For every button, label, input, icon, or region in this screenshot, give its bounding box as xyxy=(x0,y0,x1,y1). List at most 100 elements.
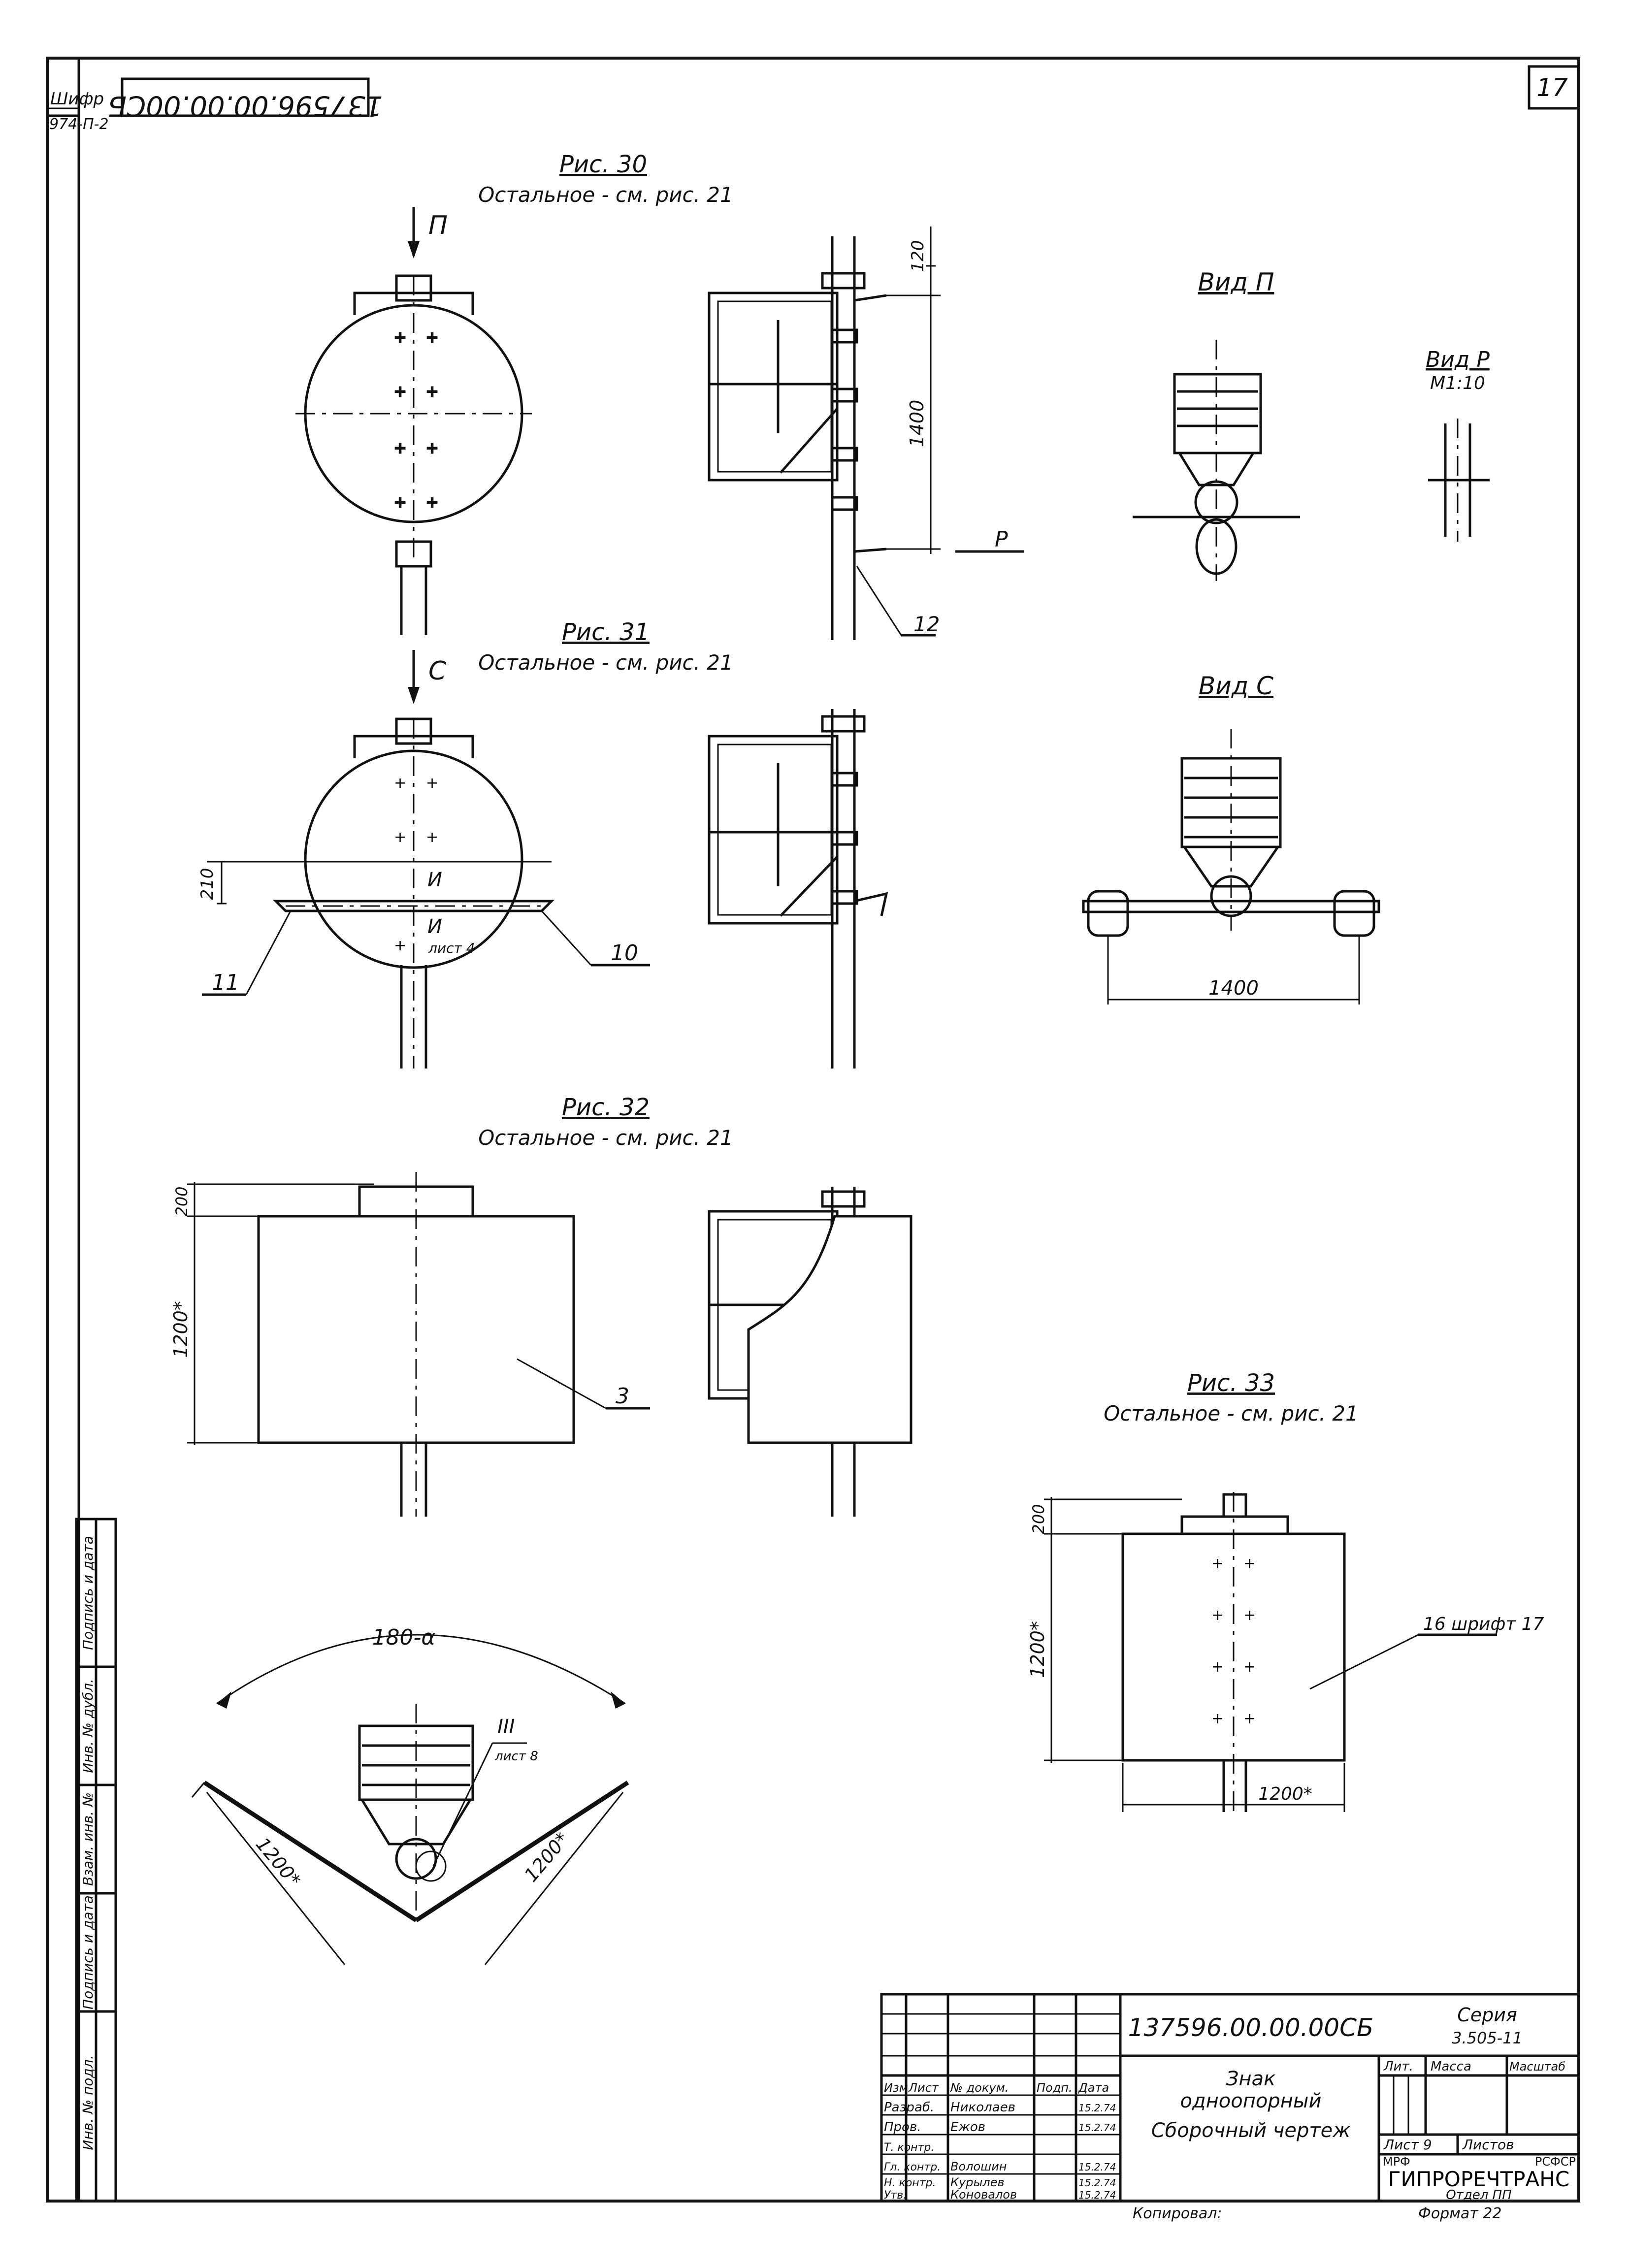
side-stamp-field-5: Подпись и дата xyxy=(80,1536,96,1650)
svg-text:+: + xyxy=(1211,1555,1224,1572)
fig31-section-mark: И xyxy=(427,869,442,891)
fig33-title: Рис. 33 xyxy=(1187,1369,1275,1397)
svg-text:+: + xyxy=(1243,1710,1256,1727)
side-stamp-field-1: Инв. № подл. xyxy=(80,2055,96,2150)
tb-org-name: ГИПРОРЕЧТРАНС xyxy=(1388,2167,1569,2191)
tb-col-doc: № докум. xyxy=(949,2081,1009,2095)
fig33-dim-height: 1200* xyxy=(1027,1621,1048,1678)
tb-row-2-name: Ежов xyxy=(950,2120,985,2135)
tb-doc-code: 137596.00.00.00СБ xyxy=(1128,2013,1374,2042)
tb-copied: Копировал: xyxy=(1133,2205,1222,2222)
svg-text:+: + xyxy=(1243,1658,1256,1676)
side-stamp-field-4: Инв. № дубл. xyxy=(80,1679,96,1773)
fig32-front-view: 200 1200* 3 xyxy=(170,1172,650,1517)
tb-row-3-role: Т. контр. xyxy=(884,2141,934,2154)
tb-org-dept: Отдел ПП xyxy=(1446,2188,1512,2203)
tb-lit-label: Лит. xyxy=(1383,2059,1413,2074)
fig32-note: Остальное - см. рис. 21 xyxy=(478,1126,733,1150)
svg-text:+: + xyxy=(394,383,406,400)
fig31-section-sheet: лист 4 xyxy=(428,940,475,956)
tb-format: Формат 22 xyxy=(1418,2205,1501,2222)
view-c-title: Вид С xyxy=(1199,672,1273,700)
tb-row-2-role: Пров. xyxy=(884,2120,921,2135)
svg-text:+: + xyxy=(426,329,438,346)
svg-text:+: + xyxy=(426,440,438,457)
svg-text:+: + xyxy=(426,383,438,400)
fig30-callout: 12 xyxy=(913,612,940,636)
tb-name-line2: однoопорный xyxy=(1180,2090,1322,2112)
fig31-title: Рис. 31 xyxy=(562,618,650,646)
tb-col-list: Лист xyxy=(908,2081,939,2095)
svg-text:+: + xyxy=(426,494,438,511)
view-c-dim-width: 1400 xyxy=(1208,977,1259,1000)
fig30-dim-height: 1400 xyxy=(906,400,928,448)
tb-col-izm: Изм xyxy=(884,2081,908,2095)
svg-text:+: + xyxy=(426,829,438,846)
tb-scale-label: Масштаб xyxy=(1509,2060,1565,2074)
title-block: Изм Лист № докум. Подп. Дата Разраб. Ник… xyxy=(880,1993,1580,2203)
view-r-scale: М1:10 xyxy=(1430,373,1485,393)
tb-name-line3: Сборочный чертеж xyxy=(1151,2119,1351,2142)
angle-view: 180-α III лист 8 1200* 1200* xyxy=(191,1625,629,1965)
sheet-frame xyxy=(46,57,1580,2203)
fig33-front-view: ++ ++ ++ ++ 200 1200* 1200* 16 шрифт 17 xyxy=(1027,1492,1544,1812)
fig30-front-view: П ++ ++ ++ ++ xyxy=(295,207,532,635)
tb-org-republic: РСФСР xyxy=(1535,2155,1576,2169)
tb-row-6-role: Утв. xyxy=(884,2189,907,2202)
svg-text:+: + xyxy=(426,775,438,792)
fig30-side-view: 120 1400 Р 12 xyxy=(708,227,1024,640)
svg-text:+: + xyxy=(1243,1555,1256,1572)
tb-col-date: Дата xyxy=(1078,2081,1109,2095)
tb-col-sign: Подп. xyxy=(1037,2081,1073,2095)
tb-row-1-role: Разраб. xyxy=(884,2100,934,2115)
fig33-dim-top: 200 xyxy=(1029,1504,1048,1534)
svg-text:+: + xyxy=(394,829,406,846)
svg-text:+: + xyxy=(1211,1710,1224,1727)
view-r-title: Вид Р xyxy=(1426,347,1490,372)
svg-text:+: + xyxy=(394,775,406,792)
tb-org-ministry: МРФ xyxy=(1383,2155,1410,2169)
tb-row-4-date: 15.2.74 xyxy=(1078,2161,1116,2173)
fig32-side-view xyxy=(708,1187,912,1517)
page-number: 17 xyxy=(1536,73,1568,102)
angle-label: 180-α xyxy=(372,1625,436,1650)
fig32-title: Рис. 32 xyxy=(562,1094,650,1121)
fig33-note: Остальное - см. рис. 21 xyxy=(1104,1401,1358,1426)
tb-row-6-date: 15.2.74 xyxy=(1078,2189,1116,2201)
fig31-front-view: С 210 И И лист 4 11 10 ++ ++ + xyxy=(197,650,650,1069)
svg-text:+: + xyxy=(394,937,406,954)
detail-mark: III xyxy=(497,1716,515,1738)
tb-row-4-name: Волошин xyxy=(950,2160,1007,2173)
tb-sheet-label: Лист 9 xyxy=(1383,2137,1432,2153)
fig31-side-view xyxy=(708,709,888,1069)
fig30-title: Рис. 30 xyxy=(559,151,647,178)
fig31-callout-left: 11 xyxy=(212,970,239,995)
fig31-view-arrow: С xyxy=(428,656,447,686)
tb-sheets-label: Листов xyxy=(1462,2137,1514,2153)
svg-text:+: + xyxy=(394,329,406,346)
tb-series-label: Серия xyxy=(1457,2004,1517,2026)
fig31-note: Остальное - см. рис. 21 xyxy=(478,650,733,675)
tb-row-2-date: 15.2.74 xyxy=(1078,2122,1116,2134)
side-stamp-field-3: Взам. инв. № xyxy=(80,1792,96,1886)
fig30-note: Остальное - см. рис. 21 xyxy=(478,183,733,207)
mirrored-doc-code: 137596.00.00.00СБ xyxy=(108,90,383,122)
detail-sheet: лист 8 xyxy=(494,1749,538,1764)
tb-name-line1: Знак xyxy=(1226,2068,1275,2090)
fig32-dim-top: 200 xyxy=(172,1186,191,1216)
svg-text:+: + xyxy=(394,494,406,511)
fig31-dim-offset: 210 xyxy=(197,868,217,900)
fig33-callout: 16 шрифт 17 xyxy=(1423,1614,1544,1634)
tb-series-value: 3.505-11 xyxy=(1452,2029,1523,2047)
view-r-drawing xyxy=(1428,419,1490,542)
tb-row-6-name: Коновалов xyxy=(950,2188,1017,2202)
tb-mass-label: Масса xyxy=(1431,2059,1471,2074)
fig31-callout-right: 10 xyxy=(611,940,638,966)
view-c-drawing: 1400 xyxy=(1082,729,1380,1004)
fig30-view-arrow: П xyxy=(428,211,448,240)
fig33-dim-width: 1200* xyxy=(1258,1784,1312,1804)
fig32-dim-height: 1200* xyxy=(170,1301,192,1358)
fig32-callout: 3 xyxy=(616,1384,629,1409)
side-stamp: Инв. № подл. Подпись и дата Взам. инв. №… xyxy=(75,1518,117,2203)
